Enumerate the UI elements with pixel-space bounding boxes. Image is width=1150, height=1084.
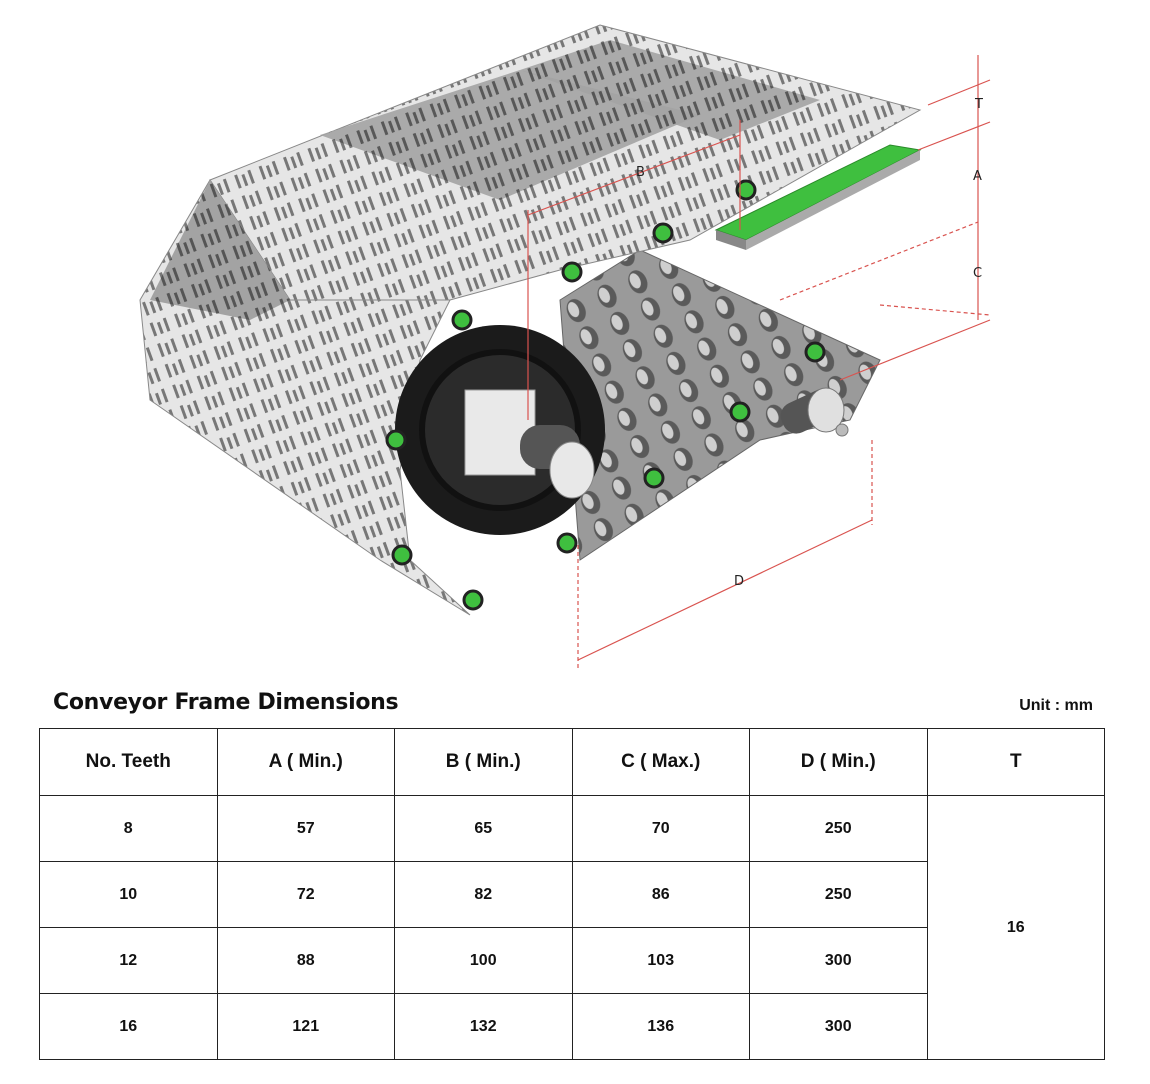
header-no-teeth: No. Teeth: [39, 728, 218, 796]
belt-top-band: [520, 40, 820, 140]
cell-d: 300: [749, 927, 928, 994]
cell-a: 72: [216, 861, 395, 928]
wear-strip-base: [716, 230, 746, 250]
table-header-row: No. Teeth A ( Min.) B ( Min.) C ( Max.) …: [39, 728, 1105, 796]
sprocket: [395, 325, 605, 535]
dim-label-b: B: [636, 165, 645, 180]
cell-d: 250: [749, 861, 928, 928]
header-t: T: [926, 728, 1105, 796]
cell-d: 300: [749, 993, 928, 1060]
table-row: 10 72 82 86 250: [39, 861, 1105, 928]
cell-teeth: 12: [39, 927, 218, 994]
cell-b: 100: [394, 927, 573, 994]
cell-a: 57: [216, 795, 395, 862]
cell-teeth: 16: [39, 993, 218, 1060]
unit-label: Unit : mm: [1019, 697, 1093, 714]
cell-t: 16: [926, 795, 1105, 1060]
dimension-lines: [527, 55, 991, 670]
header-a-min: A ( Min.): [216, 728, 395, 796]
cell-c: 86: [571, 861, 750, 928]
dim-label-t: T: [974, 97, 983, 112]
cell-b: 82: [394, 861, 573, 928]
table-row: 8 57 65 70 250 16: [39, 795, 1105, 1060]
cell-c: 103: [571, 927, 750, 994]
header-b-min: B ( Min.): [394, 728, 573, 796]
cell-c: 70: [571, 795, 750, 862]
cell-b: 65: [394, 795, 573, 862]
drive-shaft-end: [780, 387, 849, 437]
cell-teeth: 8: [39, 795, 218, 862]
dim-label-c: C: [973, 266, 982, 281]
cell-c: 136: [571, 993, 750, 1060]
table-row: 16 121 132 136 300: [39, 993, 1105, 1060]
dim-label-d: D: [734, 574, 744, 589]
frame-dimensions-table: No. Teeth A ( Min.) B ( Min.) C ( Max.) …: [39, 728, 1105, 1060]
cell-b: 132: [394, 993, 573, 1060]
header-d-min: D ( Min.): [749, 728, 928, 796]
cell-teeth: 10: [39, 861, 218, 928]
header-c-max: C ( Max.): [571, 728, 750, 796]
belt-top-band: [320, 70, 700, 200]
cell-a: 88: [216, 927, 395, 994]
hinge-pins: [385, 179, 826, 611]
cell-a: 121: [216, 993, 395, 1060]
conveyor-belt-illustration: T A C B D: [139, 24, 991, 670]
cell-d: 250: [749, 795, 928, 862]
wear-strip-base: [746, 150, 920, 250]
dim-label-a: A: [973, 169, 982, 184]
belt-curved-side-dark: [150, 180, 290, 320]
section-title: Conveyor Frame Dimensions: [53, 690, 399, 715]
